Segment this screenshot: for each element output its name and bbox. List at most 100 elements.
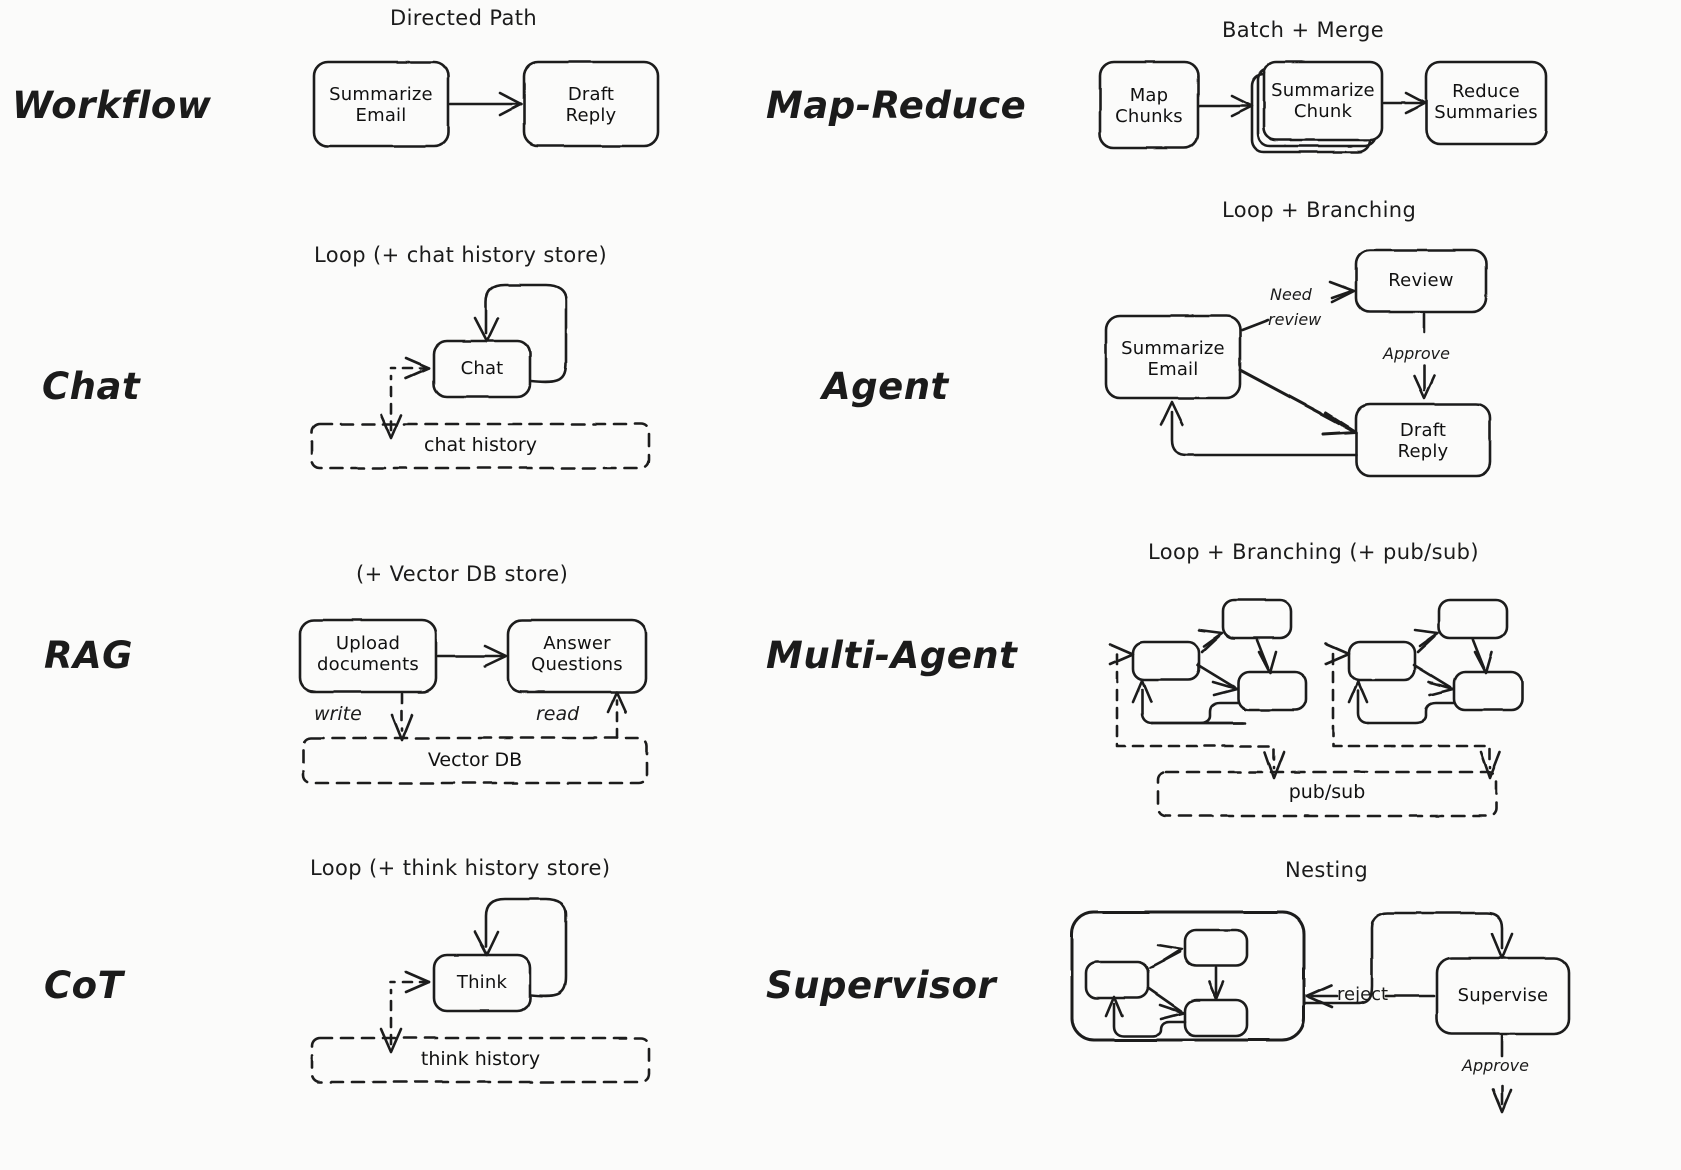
row-label-map-reduce: Map-Reduce: [766, 84, 1027, 127]
chat-history-store-box: [310, 422, 651, 470]
cot-store-dashed-edge: [389, 980, 431, 1046]
rag-edge-write-arrowhead: [390, 713, 414, 742]
node-label-draft-reply: Draft Reply: [565, 84, 617, 127]
rag-node-upload-documents: [298, 618, 438, 694]
mapreduce-edge-1: [1198, 94, 1254, 118]
multiagent-left-node-c: [1236, 670, 1308, 712]
edge-label-approve: Approve: [1383, 344, 1450, 363]
supervisor-cluster-edge-c-a: [1104, 995, 1187, 1038]
caption-loop-chat-history: Loop (+ chat history store): [314, 243, 608, 267]
node-label-supervise: Supervise: [1457, 985, 1549, 1006]
rag-edge-read-arrowhead: [606, 690, 628, 714]
mapreduce-node-map-chunks: [1098, 60, 1200, 150]
workflow-edge-1: [448, 91, 523, 117]
supervisor-edge-reject: [1305, 983, 1436, 1009]
edge-label-need: Need: [1270, 285, 1312, 304]
row-label-chat: Chat: [42, 365, 141, 408]
caption-loop-think-history: Loop (+ think history store): [310, 856, 611, 880]
supervisor-node-supervise: [1435, 956, 1571, 1036]
multiagent-left-edge-a-b: [1197, 628, 1224, 654]
multiagent-right-edge-a-b: [1413, 628, 1440, 654]
rag-node-answer-questions: [506, 618, 648, 694]
multiagent-right-edge-c-a: [1347, 679, 1456, 725]
agent-edge-approve: [1412, 312, 1436, 400]
row-label-rag: RAG: [44, 634, 133, 677]
node-label-chat: Chat: [460, 358, 504, 379]
workflow-node-summarize-email: [312, 60, 450, 148]
store-label-think-history: think history: [420, 1048, 541, 1070]
think-history-store-box: [310, 1036, 651, 1084]
chat-store-inbound-arrowhead: [379, 356, 431, 440]
pubsub-store-box: [1156, 770, 1498, 818]
store-label-chat-history: chat history: [424, 434, 537, 456]
edge-label-reject: reject: [1337, 984, 1389, 1005]
supervisor-cluster-edge-b-c: [1207, 966, 1225, 1001]
multiagent-left-edge-b-c: [1255, 638, 1278, 675]
multiagent-right-node-a: [1347, 640, 1417, 682]
supervisor-cluster-node-c: [1183, 998, 1249, 1038]
supervisor-cluster-edge-a-c: [1146, 986, 1186, 1021]
multiagent-right-edge-a-c: [1412, 663, 1455, 697]
multiagent-right-dashed-loop: [1331, 652, 1492, 770]
caption-vector-db-store: (+ Vector DB store): [356, 562, 569, 586]
multiagent-right-edge-b-c: [1471, 638, 1494, 675]
edge-label-supervisor-approve: Approve: [1462, 1056, 1529, 1075]
multiagent-left-node-a: [1131, 640, 1201, 682]
agent-edge-draft-back-to-summarize: [1159, 400, 1358, 457]
chat-node: [432, 339, 532, 399]
multiagent-left-edge-c-a: [1131, 679, 1247, 725]
vector-db-store-box: [301, 736, 649, 785]
node-label-reduce-summaries: Reduce Summaries: [1434, 81, 1538, 124]
agent-edge-summarize-to-draft: [1238, 368, 1358, 436]
edge-label-write: write: [314, 703, 362, 725]
row-label-cot: CoT: [44, 964, 124, 1007]
multiagent-left-dashed-arrowheads: [1108, 642, 1286, 780]
edge-label-review: review: [1268, 310, 1322, 329]
node-label-answer-questions: Answer Questions: [531, 633, 623, 676]
multiagent-right-dashed-arrowheads: [1324, 642, 1502, 780]
workflow-node-draft-reply: [522, 60, 660, 148]
supervisor-cluster-node-a: [1084, 960, 1150, 1000]
agent-node-review: [1354, 248, 1488, 314]
agent-node-draft-reply: [1354, 402, 1492, 478]
agent-edge-need-review: [1240, 280, 1356, 332]
node-label-upload-documents: Upload documents: [317, 633, 419, 676]
store-label-pub-sub: pub/sub: [1288, 781, 1366, 803]
supervisor-edge-approve: [1491, 1034, 1513, 1114]
node-label-summarize-chunk: Summarize Chunk: [1271, 80, 1375, 123]
cot-self-loop-edge: [473, 897, 568, 998]
caption-loop-branching: Loop + Branching: [1222, 198, 1417, 222]
edge-label-read: read: [536, 703, 580, 725]
row-label-workflow: Workflow: [12, 84, 212, 127]
chat-self-loop-edge: [473, 283, 568, 384]
supervisor-cluster-box: [1070, 910, 1306, 1042]
supervisor-cluster-edge-a-b: [1148, 943, 1184, 970]
agent-node-summarize-email: [1104, 314, 1242, 400]
cot-node-think: [432, 953, 532, 1013]
node-label-agent-summarize-email: Summarize Email: [1121, 338, 1225, 381]
multiagent-left-dashed-loop: [1115, 652, 1276, 770]
mapreduce-edge-2: [1382, 91, 1427, 115]
multiagent-left-node-b: [1221, 598, 1293, 640]
caption-nesting: Nesting: [1285, 858, 1369, 882]
supervisor-cluster-node-b: [1183, 928, 1249, 968]
rag-edge-upload-to-answer: [436, 644, 508, 668]
node-label-think: Think: [456, 972, 508, 993]
multiagent-right-node-b: [1437, 598, 1509, 640]
cot-store-inbound-arrowhead: [379, 970, 431, 1054]
row-label-multi-agent: Multi-Agent: [766, 634, 1018, 677]
node-label-review: Review: [1388, 270, 1454, 291]
multiagent-left-edge-a-c: [1196, 663, 1239, 697]
mapreduce-node-summarize-chunk-stack: [1250, 60, 1384, 154]
caption-directed-path: Directed Path: [390, 6, 538, 30]
node-label-agent-draft-reply: Draft Reply: [1397, 420, 1449, 463]
node-label-summarize-email: Summarize Email: [329, 84, 433, 127]
chat-store-dashed-edge: [389, 366, 431, 432]
caption-batch-merge: Batch + Merge: [1222, 18, 1385, 42]
row-label-supervisor: Supervisor: [766, 964, 997, 1007]
store-label-vector-db: Vector DB: [427, 749, 523, 771]
multiagent-right-node-c: [1452, 670, 1524, 712]
row-label-agent: Agent: [822, 365, 949, 408]
